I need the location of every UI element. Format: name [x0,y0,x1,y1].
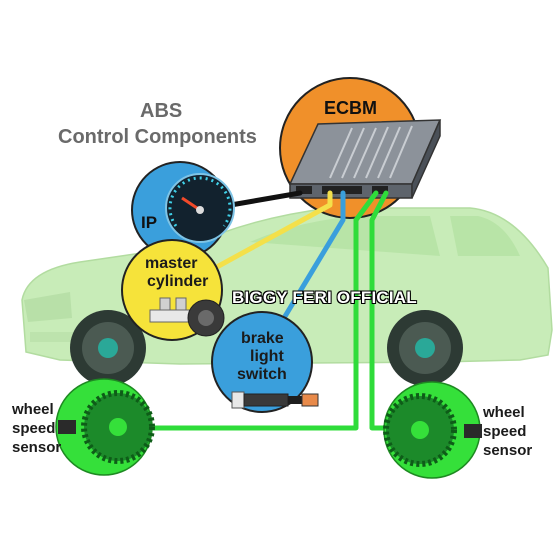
master-cylinder-label-line1: master [145,255,198,272]
ecbm-module [288,119,442,199]
front-wheel-hub [98,338,118,358]
car-bumper [30,332,90,342]
speedometer-icon [165,173,235,243]
brake-switch-label-line2: light [250,348,284,365]
wheel-sensor-left-label-line1: wheel [12,401,54,418]
watermark-text: BIGGY FERI OFFICIAL [232,288,417,307]
brake-switch-label-line1: brake [241,330,284,347]
wire-green-left-sensor [147,190,379,431]
rear-wheel-hub [415,338,435,358]
title-abs: ABS [140,100,183,122]
ecbm-label: ECBM [324,98,377,118]
wire-blue-brake-switch [275,190,346,331]
brake-switch-label-line3: switch [237,366,287,383]
wheel-sensor-left-label-line2: speed [12,420,56,437]
car-window [250,216,440,256]
wire-yellow-master-cylinder [212,190,333,271]
master-cylinder-icon [149,297,225,337]
title-control-components: Control Components [58,126,257,148]
brake-switch-icon [231,391,319,409]
tone-ring-left-icon [58,390,155,464]
wire-black-ip [222,190,303,209]
wheel-sensor-right-label-line2: speed [483,423,527,440]
ip-label: IP [141,213,158,232]
car-grille [24,292,72,322]
wheel-sensor-right-label-line3: sensor [483,442,533,459]
brake-switch-circle [211,311,313,413]
car-rear-window [450,216,520,256]
wheel-sensor-left-label-line3: sensor [12,439,62,456]
wheel-sensor-right-label-line1: wheel [483,404,525,421]
master-cylinder-label-line2: cylinder [147,273,209,290]
tone-ring-right-icon [383,393,482,467]
